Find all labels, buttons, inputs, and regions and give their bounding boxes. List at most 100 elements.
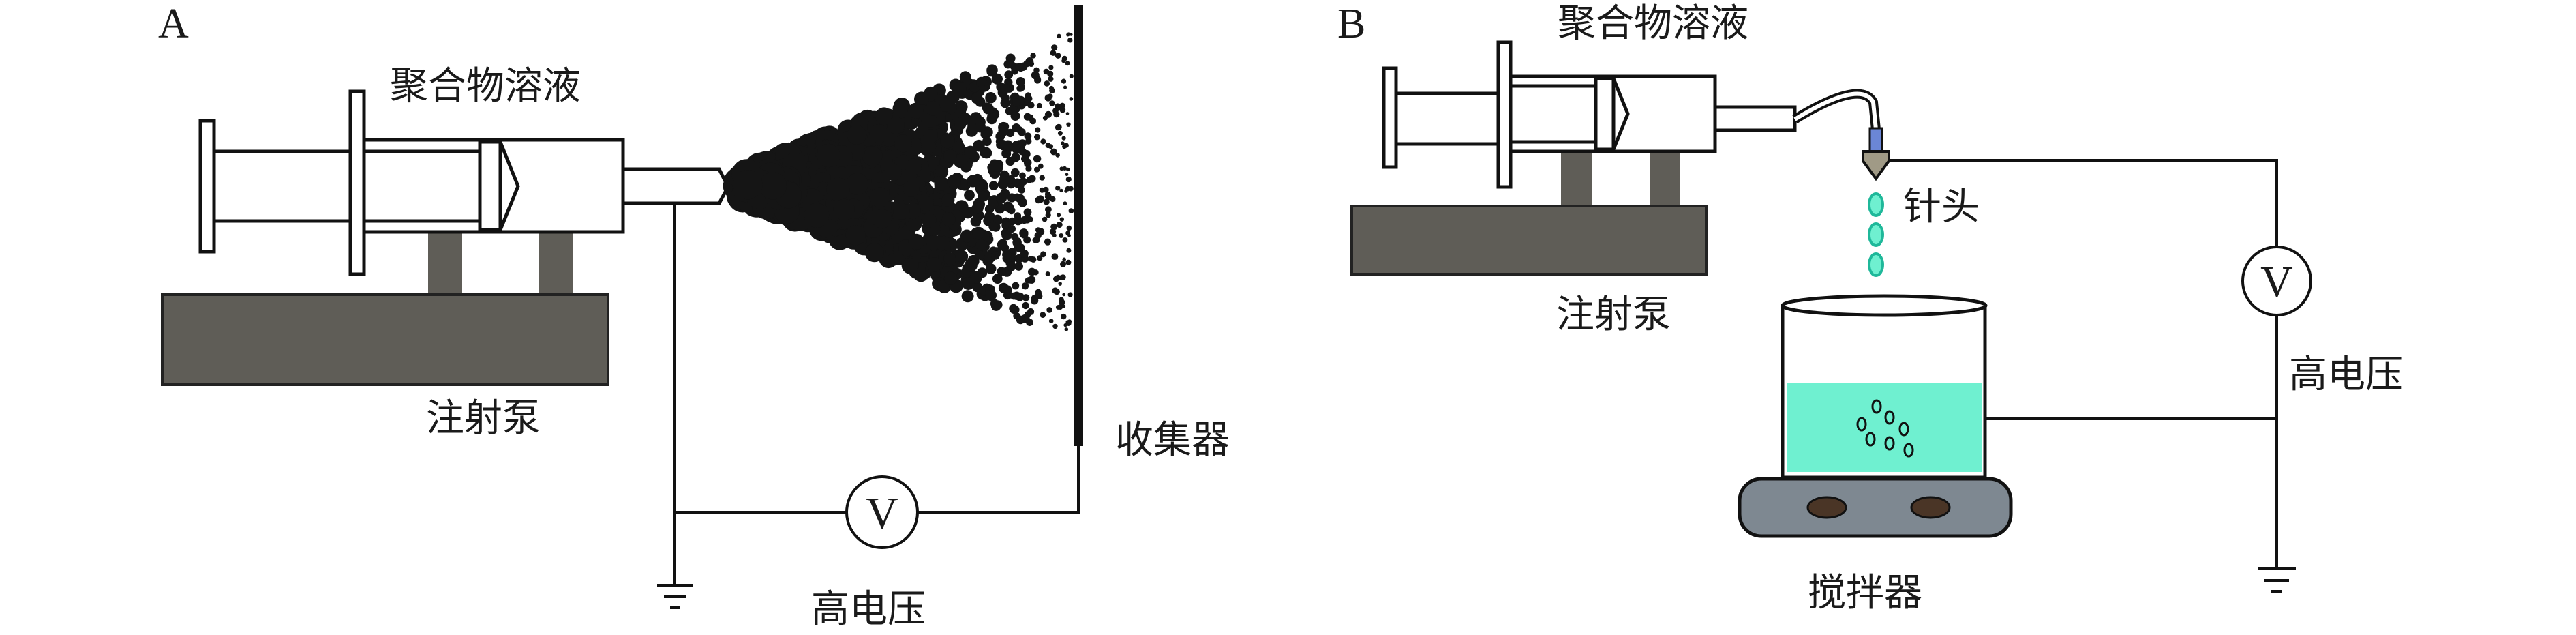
spray-droplet bbox=[901, 257, 918, 274]
spray-droplet bbox=[1059, 233, 1064, 238]
spray-droplet bbox=[960, 229, 973, 243]
spray-droplet bbox=[1053, 289, 1060, 295]
spray-droplet bbox=[961, 290, 974, 303]
spray-droplet bbox=[1067, 38, 1073, 43]
spray-droplet bbox=[921, 113, 937, 130]
spray-droplet bbox=[1053, 276, 1059, 282]
spray-droplet bbox=[1023, 113, 1031, 121]
spray-droplet bbox=[1006, 261, 1016, 271]
spray-droplet bbox=[1066, 167, 1070, 172]
voltmeter-b-symbol: V bbox=[2260, 257, 2293, 307]
spray-droplet bbox=[947, 174, 961, 189]
spray-droplet bbox=[981, 147, 992, 159]
spray-droplet bbox=[952, 81, 967, 96]
circuit-a bbox=[657, 203, 1080, 609]
spray-droplet bbox=[982, 136, 992, 147]
collector-label-a: 收集器 bbox=[1115, 418, 1230, 462]
spray-droplet bbox=[862, 146, 883, 166]
spray-droplet bbox=[1018, 186, 1026, 194]
spray-droplet bbox=[875, 107, 893, 125]
spray-droplet bbox=[1019, 172, 1026, 179]
spray-droplet bbox=[1023, 60, 1031, 68]
spray-droplet bbox=[1066, 122, 1071, 127]
spray-droplet bbox=[1026, 177, 1033, 183]
spray-droplet bbox=[990, 251, 1000, 260]
spray-droplet bbox=[1061, 78, 1067, 84]
spray-droplet bbox=[1059, 217, 1065, 222]
spray-droplet bbox=[1037, 255, 1043, 261]
spray-droplet bbox=[997, 267, 1006, 276]
spray-droplet bbox=[1007, 193, 1016, 203]
wire-b-needle bbox=[1889, 159, 2278, 247]
spray-droplet bbox=[923, 129, 938, 144]
spray-droplet bbox=[1057, 130, 1063, 136]
syringe-b-piston-tip bbox=[1611, 78, 1630, 150]
spray-droplet bbox=[817, 143, 840, 168]
spray-droplet bbox=[1048, 65, 1054, 70]
spray-droplet bbox=[826, 177, 850, 201]
spray-droplet bbox=[954, 117, 967, 130]
spray-droplet bbox=[1055, 186, 1061, 191]
stirrer-knob-right bbox=[1910, 496, 1951, 519]
spray-droplet bbox=[952, 141, 965, 154]
spray-droplet bbox=[1042, 186, 1049, 193]
spray-droplet bbox=[1043, 198, 1050, 205]
spray-droplet bbox=[1036, 102, 1042, 109]
spray-droplet bbox=[1011, 152, 1020, 162]
spray-droplet bbox=[1063, 201, 1067, 206]
spray-droplet bbox=[918, 196, 934, 211]
spray-droplet bbox=[845, 225, 866, 246]
spray-droplet bbox=[1051, 253, 1059, 260]
syringe-a-plunger-rod bbox=[212, 149, 352, 223]
spray-droplet bbox=[1067, 186, 1074, 192]
spray-droplet bbox=[937, 97, 952, 112]
spray-droplet bbox=[1020, 216, 1029, 224]
voltmeter-a bbox=[845, 475, 919, 549]
spray-droplet bbox=[978, 190, 988, 202]
spray-droplet bbox=[1010, 111, 1020, 121]
spray-droplet bbox=[943, 271, 958, 285]
spray-droplet bbox=[1044, 110, 1052, 118]
spray-droplet bbox=[1022, 301, 1029, 310]
spray-droplet bbox=[1028, 255, 1034, 262]
droplet-1 bbox=[1868, 192, 1884, 217]
spray-droplet bbox=[1059, 188, 1063, 193]
beaker-b bbox=[1781, 294, 1988, 479]
spray-droplet bbox=[993, 300, 1003, 310]
spray-droplet bbox=[998, 282, 1009, 293]
spray-droplet bbox=[1052, 323, 1058, 329]
spray-droplet bbox=[955, 250, 969, 263]
spray-droplet bbox=[1011, 305, 1020, 314]
spray-droplet bbox=[833, 198, 855, 221]
spray-droplet bbox=[1065, 259, 1072, 265]
spray-droplet bbox=[1065, 173, 1069, 177]
spray-droplet bbox=[1048, 319, 1054, 323]
spray-droplet bbox=[1064, 189, 1068, 193]
spray-droplet bbox=[964, 145, 977, 159]
spray-droplet bbox=[1055, 53, 1061, 59]
spray-droplet bbox=[992, 274, 1003, 284]
spray-droplet bbox=[964, 190, 975, 201]
spray-droplet bbox=[1016, 77, 1026, 87]
spray-droplet bbox=[989, 181, 999, 190]
beaker-rim bbox=[1781, 294, 1988, 317]
spray-droplet bbox=[892, 100, 911, 119]
syringe-b-piston bbox=[1594, 76, 1616, 151]
spray-droplet bbox=[1040, 138, 1046, 145]
syringe-a-nozzle bbox=[621, 167, 730, 205]
spray-droplet bbox=[1015, 292, 1025, 301]
spray-droplet bbox=[1023, 208, 1032, 217]
needle-b-tip-blue bbox=[1868, 127, 1883, 153]
spray-droplet bbox=[1059, 106, 1066, 113]
spray-droplet bbox=[1060, 261, 1066, 267]
voltage-label-b: 高电压 bbox=[2289, 353, 2404, 397]
spray-droplet bbox=[988, 222, 998, 232]
pump-a-leg-right bbox=[539, 229, 573, 297]
pump-b-leg-right bbox=[1650, 151, 1680, 209]
spray-droplet bbox=[1000, 83, 1010, 94]
spray-droplet bbox=[998, 125, 1009, 136]
spray-droplet bbox=[907, 102, 924, 119]
spray-droplet bbox=[1069, 74, 1074, 78]
spray-droplet bbox=[1020, 230, 1029, 239]
spray-droplet bbox=[1059, 166, 1064, 171]
